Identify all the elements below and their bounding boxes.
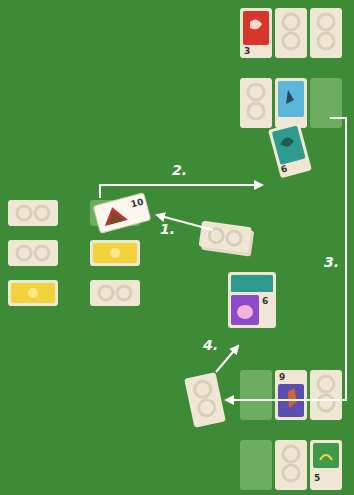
callout-number: 4. bbox=[203, 338, 218, 352]
callout-number: 2. bbox=[172, 163, 187, 177]
card-value: 9 bbox=[279, 373, 285, 382]
callout-number: 1. bbox=[160, 222, 175, 236]
card-value: 6 bbox=[262, 297, 268, 306]
card-value: 5 bbox=[314, 474, 320, 483]
card-value: 3 bbox=[244, 47, 250, 56]
callout-number: 3. bbox=[324, 255, 339, 269]
